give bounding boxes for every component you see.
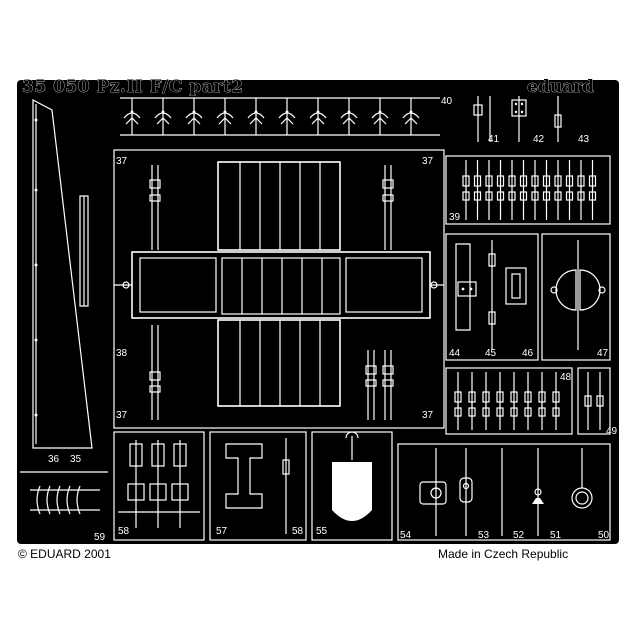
clip-40 xyxy=(402,98,420,135)
link-39 xyxy=(462,160,470,220)
part-label-49: 49 xyxy=(606,426,618,437)
part-label-44: 44 xyxy=(449,348,461,359)
part-35-36-tapered-strip xyxy=(32,99,93,449)
part-59-rings xyxy=(30,485,100,515)
part-44-46-brackets xyxy=(445,233,539,361)
part-label-58-b: 58 xyxy=(292,526,304,537)
part-40-clip-row xyxy=(120,97,440,136)
part-39-links xyxy=(445,155,611,225)
fret-title: 35 050 Pz.II F/C part2 xyxy=(22,77,243,97)
part-label-54: 54 xyxy=(400,530,412,541)
link-39 xyxy=(565,160,574,220)
link-39 xyxy=(485,160,493,220)
clip-40 xyxy=(123,98,141,135)
link-48 xyxy=(524,372,532,430)
part-37-38-cross-panel xyxy=(113,149,445,429)
copyright-text: © EDUARD 2001 xyxy=(18,547,111,561)
part-49-links xyxy=(577,367,611,435)
origin-text: Made in Czech Republic xyxy=(438,547,568,561)
part-label-46: 46 xyxy=(522,348,534,359)
clip-40 xyxy=(340,98,358,135)
link-48 xyxy=(482,372,490,430)
link-39 xyxy=(577,160,585,220)
part-label-58-a: 58 xyxy=(118,526,130,537)
clip-40 xyxy=(278,98,296,135)
link-39 xyxy=(519,160,528,220)
part-50-54-fittings xyxy=(397,443,611,541)
link-39 xyxy=(542,160,551,220)
part-label-55: 55 xyxy=(316,526,328,537)
part-label-39: 39 xyxy=(449,212,461,223)
part-41-43-hinges xyxy=(473,96,562,142)
link-39 xyxy=(496,160,505,220)
part-58-rods xyxy=(113,431,205,541)
link-48 xyxy=(552,372,560,430)
link-39 xyxy=(508,160,516,220)
link-48 xyxy=(496,372,504,430)
clip-40 xyxy=(371,98,389,135)
link-48 xyxy=(454,372,462,430)
part-label-47: 47 xyxy=(597,348,609,359)
part-label-59: 59 xyxy=(94,532,106,543)
part-label-48: 48 xyxy=(560,372,572,383)
link-39 xyxy=(531,160,539,220)
part-label-41: 41 xyxy=(488,134,500,145)
part-label-43: 43 xyxy=(578,134,590,145)
clip-40 xyxy=(247,98,265,135)
part-48-links xyxy=(445,367,573,435)
part-label-42: 42 xyxy=(533,134,545,145)
link-39 xyxy=(588,160,597,220)
link-39 xyxy=(554,160,562,220)
part-label-51: 51 xyxy=(550,530,562,541)
part-label-37-tr: 37 xyxy=(422,156,434,167)
part-label-37-br: 37 xyxy=(422,410,434,421)
part-label-57: 57 xyxy=(216,526,228,537)
part-55-shovel xyxy=(311,431,393,541)
clip-40 xyxy=(309,98,327,135)
part-label-50: 50 xyxy=(598,530,610,541)
clip-40 xyxy=(185,98,203,135)
link-39 xyxy=(473,160,482,220)
part-label-38: 38 xyxy=(116,348,128,359)
part-label-37-bl: 37 xyxy=(116,410,128,421)
part-label-53: 53 xyxy=(478,530,490,541)
clip-40 xyxy=(216,98,234,135)
part-47-semicircles xyxy=(541,233,611,361)
link-48 xyxy=(538,372,546,430)
link-48 xyxy=(468,372,476,430)
brand-logo: eduard xyxy=(527,77,594,97)
link-48 xyxy=(510,372,518,430)
part-label-40: 40 xyxy=(441,96,453,107)
part-57-ibeam xyxy=(209,431,307,541)
part-label-45: 45 xyxy=(485,348,497,359)
part-label-35: 35 xyxy=(70,454,82,465)
part-label-37-tl: 37 xyxy=(116,156,128,167)
part-label-36: 36 xyxy=(48,454,60,465)
part-label-52: 52 xyxy=(513,530,525,541)
clip-40 xyxy=(154,98,172,135)
